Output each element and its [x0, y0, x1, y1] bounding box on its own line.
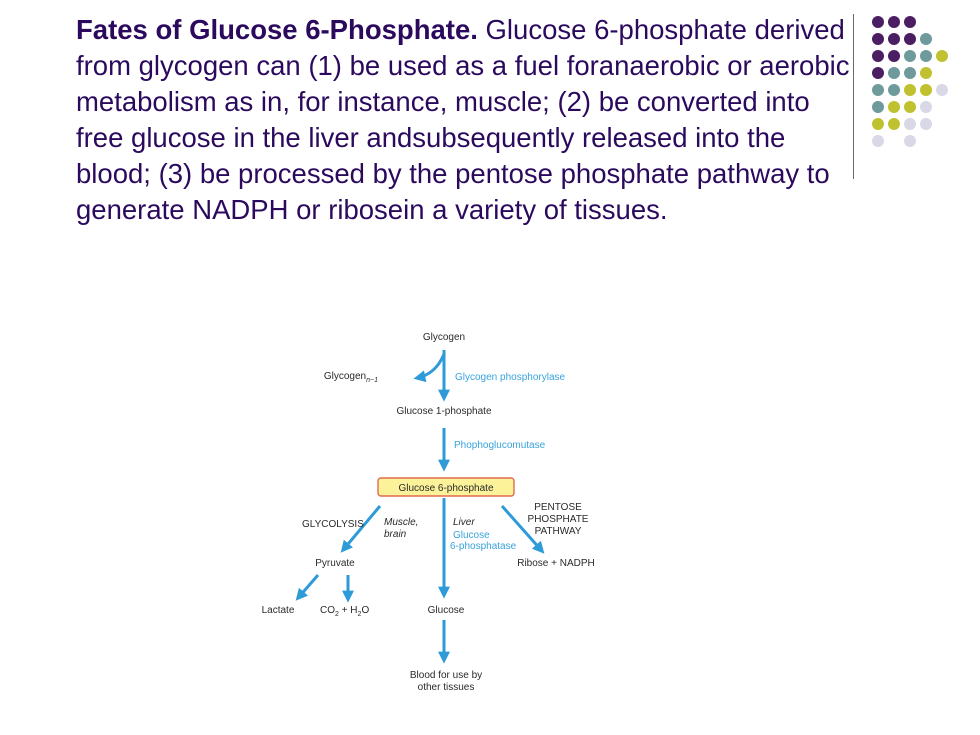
- label-pyruvate: Pyruvate: [315, 558, 355, 569]
- decorative-dot: [904, 118, 916, 130]
- decorative-dot: [920, 67, 932, 79]
- decorative-dot: [872, 135, 884, 147]
- decorative-dot: [904, 16, 916, 28]
- decorative-dot: [888, 50, 900, 62]
- decorative-dot: [888, 118, 900, 130]
- label-glycogen: Glycogen: [423, 332, 465, 343]
- decorative-dot: [904, 33, 916, 45]
- decorative-dot: [920, 50, 932, 62]
- decorative-dot: [920, 118, 932, 130]
- decorative-dot: [888, 101, 900, 113]
- decorative-dot: [920, 84, 932, 96]
- decorative-dot: [872, 84, 884, 96]
- label-pentose: PENTOSE: [534, 502, 582, 513]
- label-co2-h2o: CO2 + H2O: [320, 605, 369, 618]
- label-glycogen-phosphorylase: Glycogen phosphorylase: [455, 372, 566, 383]
- decorative-dot: [872, 118, 884, 130]
- label-glycolysis: GLYCOLYSIS: [302, 519, 364, 530]
- slide-text: Fates of Glucose 6-Phosphate. Glucose 6-…: [76, 12, 856, 228]
- glucose-6-phosphate-box: [377, 477, 515, 497]
- label-pathway: PATHWAY: [535, 526, 582, 537]
- decorative-dot: [936, 84, 948, 96]
- decorative-dot: [872, 101, 884, 113]
- label-phosphoglucomutase: Phophoglucomutase: [454, 440, 546, 451]
- label-glucose-6-phosphatase-1: Glucose: [453, 530, 490, 541]
- label-ribose-nadph: Ribose + NADPH: [517, 558, 595, 569]
- decorative-dot: [888, 84, 900, 96]
- arrow-to-glycogen-n1: [413, 353, 446, 383]
- decorative-dot: [872, 16, 884, 28]
- label-muscle: Muscle,: [384, 517, 418, 528]
- decorative-dot: [872, 33, 884, 45]
- decorative-dot: [872, 50, 884, 62]
- label-glucose-6-phosphate: Glucose 6-phosphate: [398, 483, 494, 494]
- label-liver: Liver: [453, 517, 475, 528]
- label-phosphate: PHOSPHATE: [528, 514, 589, 525]
- divider-line: [853, 14, 854, 179]
- decorative-dot: [920, 33, 932, 45]
- label-lactate: Lactate: [262, 605, 295, 616]
- arrow-to-ribose: [500, 505, 545, 554]
- decorative-dot: [904, 67, 916, 79]
- decorative-dot: [936, 50, 948, 62]
- label-glycogen-n-1: Glycogenn−1: [324, 371, 378, 384]
- decorative-dot: [904, 101, 916, 113]
- slide-body: Glucose 6-phosphate derived from glycoge…: [76, 14, 850, 225]
- label-glucose-6-phosphatase-2: 6-phosphatase: [450, 541, 517, 552]
- decorative-dot: [920, 101, 932, 113]
- decorative-dot: [904, 50, 916, 62]
- label-glucose-1-phosphate: Glucose 1-phosphate: [396, 406, 492, 417]
- decorative-dot: [888, 16, 900, 28]
- arrow-to-pyruvate: [340, 505, 382, 553]
- decorative-dot: [888, 67, 900, 79]
- slide-title: Fates of Glucose 6-Phosphate.: [76, 14, 478, 45]
- decorative-dot: [888, 33, 900, 45]
- decorative-dot: [904, 135, 916, 147]
- decorative-dot: [904, 84, 916, 96]
- label-blood-2: other tissues: [418, 682, 475, 693]
- label-blood-1: Blood for use by: [410, 670, 482, 681]
- decorative-dot-grid: [872, 16, 948, 147]
- decorative-dot: [872, 67, 884, 79]
- label-glucose: Glucose: [428, 605, 465, 616]
- glucose-6-phosphate-diagram: Glycogen Glycogenn−1 Glycogen phosphoryl…: [262, 332, 595, 693]
- label-brain: brain: [384, 529, 407, 540]
- arrow-to-lactate: [295, 574, 320, 601]
